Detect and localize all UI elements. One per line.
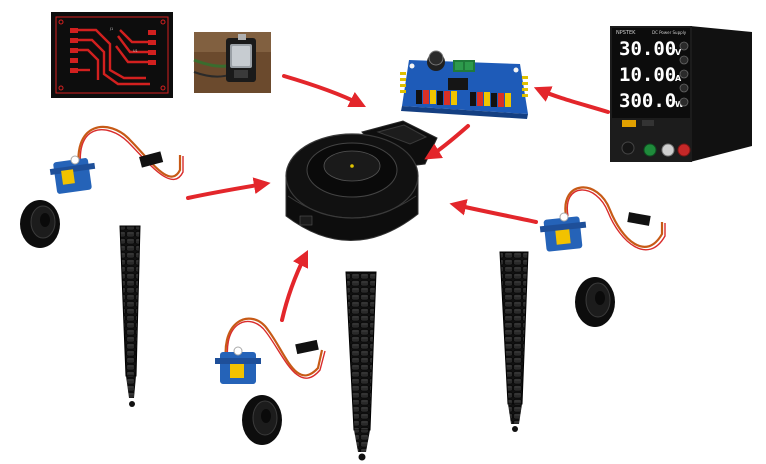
power-supply-model: DC Power Supply [652,30,687,35]
connection-arrows [186,74,610,322]
power-supply-brand: NPSTEK [616,30,636,36]
current-readout: 10.00 [619,64,676,86]
tentacle-leg-icon-left [119,225,141,407]
wheel-icon-right [575,277,615,327]
power-unit: W [675,100,684,109]
svg-text:U1: U1 [133,49,138,53]
arrow-microcontroller-to-driver [282,74,367,108]
tentacle-leg-icon-right [499,251,529,432]
robot-base-body-icon [285,120,438,241]
voltage-unit: V [675,48,682,57]
wheel-icon-bottom [242,395,282,445]
servo-motor-icon-bottom [215,317,326,384]
arrow-left-servo-to-body [186,177,271,200]
arrow-power-to-driver [533,86,610,114]
svg-text:J1: J1 [109,27,113,31]
arrow-right-servo-to-body [449,199,538,224]
arrow-bottom-servo-to-body [280,249,309,322]
pca9685-servo-driver-icon [400,50,528,119]
pcb-layout-icon: J1 U1 [51,12,173,98]
power-readout: 300.0 [619,90,676,112]
xiao-microcontroller-icon [193,32,271,93]
servo-motor-icon-right [539,186,666,252]
wheel-icon-left [20,200,60,248]
dc-power-supply-icon: NPSTEK DC Power Supply 30.00 V 10.00 A 3… [610,26,752,162]
power-supply-display [612,28,690,118]
tentacle-leg-icon-center [345,271,377,461]
servo-motor-icon-left [49,126,184,194]
current-unit: A [675,74,682,83]
arrow-driver-to-body [424,124,470,160]
voltage-readout: 30.00 [619,38,676,60]
